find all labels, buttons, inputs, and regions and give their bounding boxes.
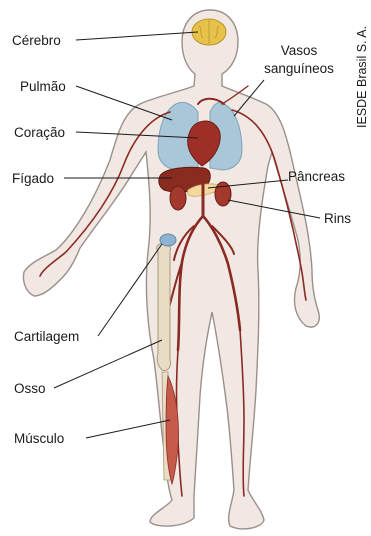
label-vessels-line2: sanguíneos	[264, 61, 334, 76]
label-muscle: Músculo	[14, 431, 64, 446]
leader-brain	[76, 32, 198, 40]
femur-bone	[157, 242, 171, 370]
label-brain: Cérebro	[12, 33, 61, 48]
label-lung: Pulmão	[20, 79, 66, 94]
label-vessels-line1: Vasos	[281, 43, 318, 58]
image-credit: IESDE Brasil S. A.	[355, 26, 369, 128]
label-liver: Fígado	[12, 171, 54, 186]
cartilage	[160, 234, 176, 246]
label-pancreas: Pâncreas	[288, 169, 345, 184]
label-heart: Coração	[14, 125, 65, 140]
label-cartilage: Cartilagem	[14, 329, 79, 344]
leader-muscle	[86, 420, 170, 438]
leader-bone	[54, 340, 162, 388]
label-kidneys: Rins	[324, 211, 351, 226]
label-bone: Osso	[14, 381, 46, 396]
